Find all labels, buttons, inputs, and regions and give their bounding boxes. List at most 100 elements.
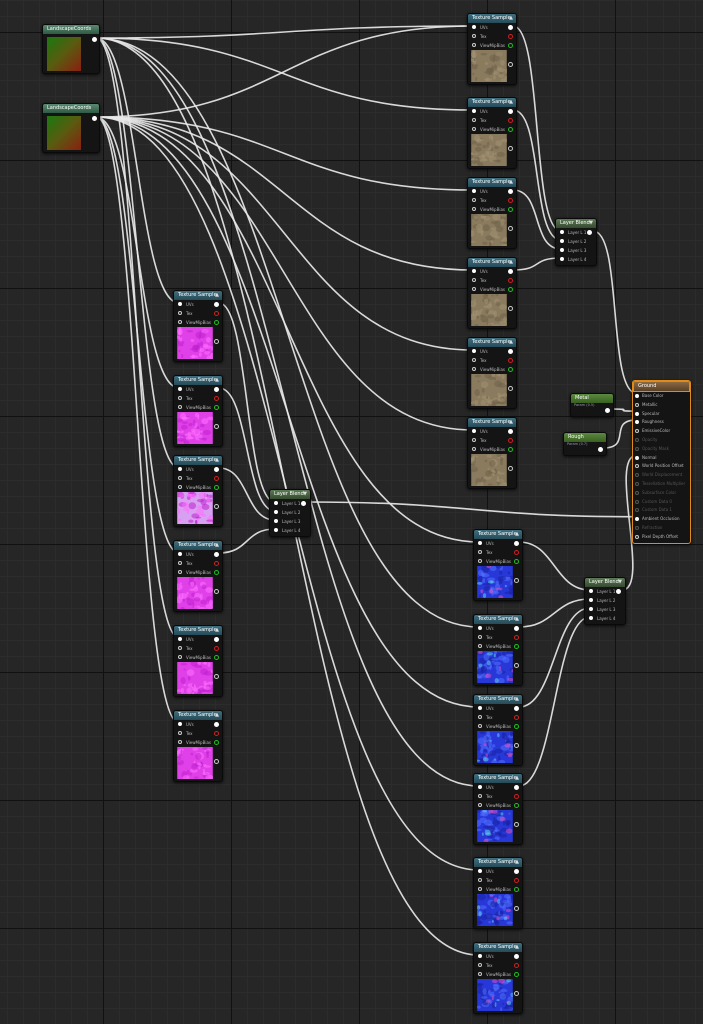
input-pin-viewmipbias[interactable]: ViewMipBias <box>174 403 222 412</box>
node-title[interactable]: Rough <box>564 433 606 442</box>
pin-circle-icon[interactable] <box>478 794 482 798</box>
output-pin-icon[interactable] <box>508 349 513 354</box>
input-pin-viewmipbias[interactable]: ViewMipBias <box>474 801 522 810</box>
input-pin-uvs[interactable]: UVs <box>174 300 222 309</box>
layer-input-pin[interactable]: Layer L 2 <box>270 508 310 517</box>
input-pin-uvs[interactable]: UVs <box>468 267 516 276</box>
output-pin-icon[interactable] <box>514 794 519 799</box>
input-pin-tex[interactable]: Tex <box>468 116 516 125</box>
output-pin-icon[interactable] <box>508 109 513 114</box>
output-pin-icon[interactable] <box>214 552 219 557</box>
layer-input-pin[interactable]: Layer L 3 <box>556 246 596 255</box>
node-title[interactable]: Ground <box>633 381 690 392</box>
input-pin-viewmipbias[interactable]: ViewMipBias <box>468 41 516 50</box>
input-pin-tex[interactable]: Tex <box>174 644 222 653</box>
input-pin-viewmipbias[interactable]: ViewMipBias <box>468 285 516 294</box>
output-pin-icon[interactable] <box>514 541 519 546</box>
input-pin-viewmipbias[interactable]: ViewMipBias <box>468 365 516 374</box>
pin-circle-icon[interactable] <box>178 467 182 471</box>
node-title[interactable]: Texture Sample▲ <box>174 711 222 720</box>
collapse-icon[interactable]: ▲ <box>509 99 513 105</box>
input-pin-tex[interactable]: Tex <box>174 474 222 483</box>
pin-circle-icon[interactable] <box>274 519 278 523</box>
layer-input-pin[interactable]: Layer L 2 <box>556 237 596 246</box>
layer-input-pin[interactable]: Layer L 3 <box>270 517 310 526</box>
output-pin-icon[interactable] <box>214 396 219 401</box>
pin-circle-icon[interactable] <box>478 706 482 710</box>
collapse-icon[interactable]: ▲ <box>509 419 513 425</box>
output-pin-icon[interactable] <box>214 674 219 679</box>
output-pin-icon[interactable] <box>214 302 219 307</box>
output-pin-icon[interactable] <box>214 504 219 509</box>
output-pin-icon[interactable] <box>514 550 519 555</box>
pin-circle-icon[interactable] <box>478 715 482 719</box>
output-pin-icon[interactable] <box>514 954 519 959</box>
node-title[interactable]: Texture Sample▲ <box>468 178 516 187</box>
node-title[interactable]: Texture Sample▲ <box>174 376 222 385</box>
output-pin-icon[interactable] <box>587 230 592 235</box>
collapse-icon[interactable]: ▼ <box>303 491 307 497</box>
pin-circle-icon[interactable] <box>478 550 482 554</box>
pin-circle-icon[interactable] <box>472 25 476 29</box>
layer-input-pin[interactable]: Layer L 1 <box>556 228 596 237</box>
output-pin-icon[interactable] <box>508 466 513 471</box>
output-pin-icon[interactable] <box>508 127 513 132</box>
layer-input-pin[interactable]: Layer L 1 <box>585 587 625 596</box>
input-pin-uvs[interactable]: UVs <box>474 539 522 548</box>
input-pin-viewmipbias[interactable]: ViewMipBias <box>474 970 522 979</box>
collapse-icon[interactable]: ▲ <box>215 542 219 548</box>
material-input-pin[interactable]: World Position Offset <box>633 462 690 471</box>
collapse-icon[interactable]: ▲ <box>509 259 513 265</box>
node-title[interactable]: Texture Sample▲ <box>174 456 222 465</box>
output-pin-icon[interactable] <box>214 476 219 481</box>
input-pin-tex[interactable]: Tex <box>174 729 222 738</box>
pin-circle-icon[interactable] <box>178 396 182 400</box>
input-pin-viewmipbias[interactable]: ViewMipBias <box>474 722 522 731</box>
collapse-icon[interactable]: ▼ <box>589 220 593 226</box>
output-pin-icon[interactable] <box>508 34 513 39</box>
output-pin-icon[interactable] <box>214 759 219 764</box>
output-pin-icon[interactable] <box>508 207 513 212</box>
material-input-pin[interactable]: Base Color <box>633 392 690 401</box>
material-input-pin[interactable]: Ambient Occlusion <box>633 515 690 524</box>
pin-circle-icon[interactable] <box>472 43 476 47</box>
pin-circle-icon[interactable] <box>178 320 182 324</box>
pin-circle-icon[interactable] <box>472 198 476 202</box>
output-pin-icon[interactable] <box>214 570 219 575</box>
pin-circle-icon[interactable] <box>472 367 476 371</box>
input-pin-uvs[interactable]: UVs <box>174 385 222 394</box>
layer-input-pin[interactable]: Layer L 4 <box>556 255 596 264</box>
input-pin-viewmipbias[interactable]: ViewMipBias <box>474 885 522 894</box>
output-pin-icon[interactable] <box>514 972 519 977</box>
input-pin-uvs[interactable]: UVs <box>468 347 516 356</box>
output-pin-icon[interactable] <box>508 447 513 452</box>
pin-circle-icon[interactable] <box>178 561 182 565</box>
input-pin-uvs[interactable]: UVs <box>468 107 516 116</box>
collapse-icon[interactable]: ▲ <box>515 775 519 781</box>
output-pin-icon[interactable] <box>514 803 519 808</box>
output-pin-icon[interactable] <box>92 37 97 42</box>
pin-circle-icon[interactable] <box>178 722 182 726</box>
node-title[interactable]: LandscapeCoords <box>43 25 99 34</box>
material-input-pin[interactable]: EmissiveColor <box>633 427 690 436</box>
output-pin-icon[interactable] <box>214 311 219 316</box>
output-pin-icon[interactable] <box>214 731 219 736</box>
input-pin-viewmipbias[interactable]: ViewMipBias <box>468 205 516 214</box>
layer-input-pin[interactable]: Layer L 2 <box>585 596 625 605</box>
pin-circle-icon[interactable] <box>178 731 182 735</box>
pin-circle-icon[interactable] <box>472 269 476 273</box>
layer-input-pin[interactable]: Layer L 4 <box>585 614 625 623</box>
output-pin-icon[interactable] <box>508 429 513 434</box>
pin-circle-icon[interactable] <box>472 189 476 193</box>
output-pin-icon[interactable] <box>508 386 513 391</box>
collapse-icon[interactable]: ▲ <box>215 712 219 718</box>
collapse-icon[interactable]: ▲ <box>515 696 519 702</box>
input-pin-tex[interactable]: Tex <box>468 436 516 445</box>
